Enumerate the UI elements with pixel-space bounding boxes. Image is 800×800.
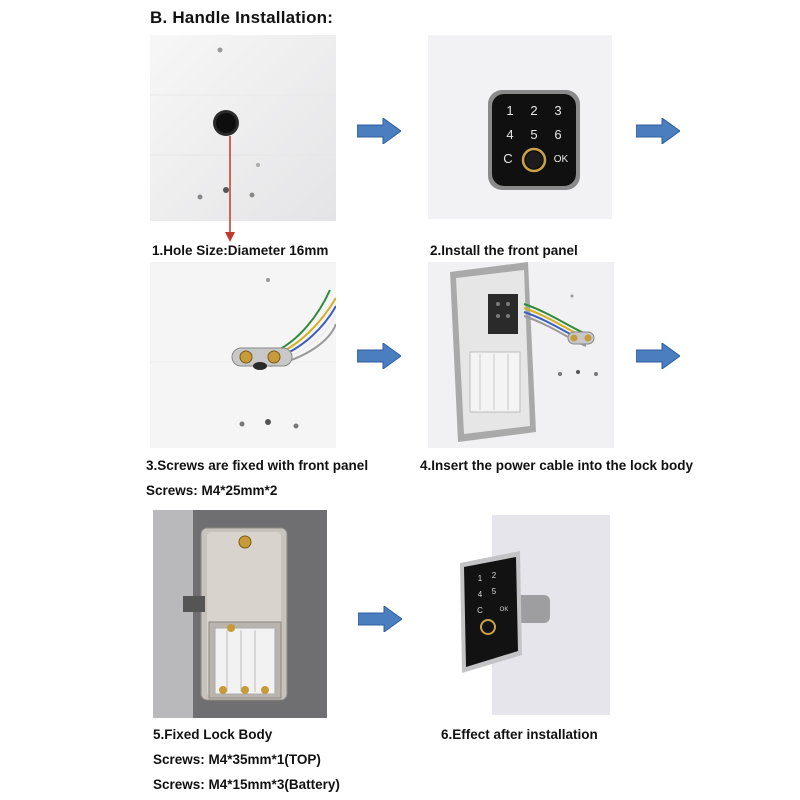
svg-text:5: 5 xyxy=(492,587,497,596)
hole-pointer-arrow xyxy=(225,136,235,242)
step-5-screws-top: Screws: M4*35mm*1(TOP) xyxy=(153,752,321,767)
photo-hole-wall xyxy=(150,35,336,221)
step-3-caption: 3.Screws are fixed with front panel xyxy=(146,458,369,473)
photo-screws-front-panel xyxy=(150,262,336,448)
svg-text:C: C xyxy=(477,606,483,615)
arrow-right-icon xyxy=(357,343,401,369)
step-2-caption: 2.Install the front panel xyxy=(430,243,578,258)
step-4-caption: 4.Insert the power cable into the lock b… xyxy=(420,458,694,473)
svg-text:OK: OK xyxy=(554,154,569,165)
photo-insert-power-cable xyxy=(428,262,614,448)
svg-text:4: 4 xyxy=(506,127,513,142)
arrow-right-icon xyxy=(358,606,402,632)
page-title: B. Handle Installation: xyxy=(150,8,334,27)
svg-text:OK: OK xyxy=(500,607,509,613)
svg-text:2: 2 xyxy=(492,571,497,580)
svg-text:1: 1 xyxy=(506,103,513,118)
svg-text:5: 5 xyxy=(530,127,537,142)
step-3-screws: Screws: M4*25mm*2 xyxy=(146,483,278,498)
photo-front-panel: 1 2 3 4 5 6 C OK xyxy=(428,35,612,219)
svg-text:6: 6 xyxy=(554,127,561,142)
step-1-caption: 1.Hole Size:Diameter 16mm xyxy=(152,243,329,258)
arrow-right-icon xyxy=(357,118,401,144)
svg-text:1: 1 xyxy=(478,574,483,583)
photo-fixed-lock-body xyxy=(153,510,327,718)
svg-text:3: 3 xyxy=(554,103,561,118)
arrow-right-icon xyxy=(636,343,680,369)
step-5-screws-battery: Screws: M4*15mm*3(Battery) xyxy=(153,777,340,792)
arrow-right-icon xyxy=(636,118,680,144)
step-6-caption: 6.Effect after installation xyxy=(441,727,598,742)
svg-text:2: 2 xyxy=(530,103,537,118)
svg-text:C: C xyxy=(503,151,512,166)
svg-text:4: 4 xyxy=(478,590,483,599)
step-5-caption: 5.Fixed Lock Body xyxy=(153,727,273,742)
